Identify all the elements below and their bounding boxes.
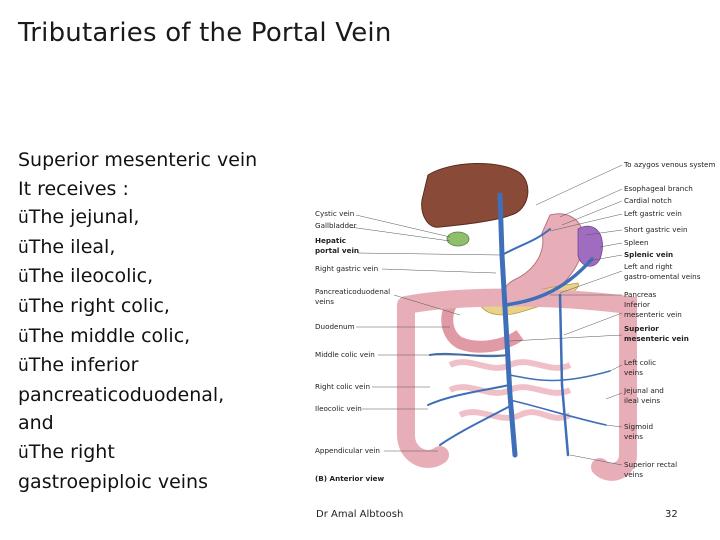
label-to-azygos: To azygos venous system (623, 160, 715, 169)
label-left-colic: Left colic (624, 358, 656, 367)
check-bullet-icon: ü (18, 237, 29, 258)
label-sigmoid: Sigmoid (624, 422, 653, 431)
content-heading: Superior mesenteric vein (18, 149, 258, 171)
label-esophageal-branch: Esophageal branch (624, 184, 693, 193)
label-middle-colic-vein: Middle colic vein (315, 350, 375, 359)
label-smv: mesenteric vein (624, 334, 689, 343)
slide-title: Tributaries of the Portal Vein (18, 18, 392, 48)
label-right-colic-vein: Right colic vein (315, 382, 370, 391)
left-leader-lines (349, 214, 508, 452)
list-item: üThe ileal, (18, 233, 308, 263)
label-ileal-veins: ileal veins (624, 396, 660, 405)
check-bullet-icon: ü (18, 356, 29, 377)
label-superior-rectal: Superior rectal (624, 460, 677, 469)
label-left-right: Left and right (624, 262, 673, 271)
list-item-text: The right gastroepiploic veins (18, 440, 208, 493)
list-item-text: The inferior pancreaticoduodenal, and (18, 354, 225, 435)
list-item-text: The right colic, (28, 294, 170, 317)
list-item: üThe inferior pancreaticoduodenal, and (18, 351, 258, 438)
list-item-text: The ileocolic, (28, 265, 154, 288)
list-item: üThe right colic, (18, 292, 308, 322)
list-item: üThe middle colic, (18, 322, 308, 352)
label-right-gastric-vein: Right gastric vein (315, 264, 378, 273)
label-gallbladder: Gallbladder (315, 221, 356, 230)
list-item-text: The jejunal, (28, 206, 140, 229)
label-pancreaticoduodenal: Pancreaticoduodenal (315, 287, 390, 296)
check-bullet-icon: ü (18, 267, 29, 288)
label-cardial-notch: Cardial notch (624, 196, 672, 205)
label-ileocolic-vein: Ileocolic vein (315, 404, 362, 413)
label-sigmoid-veins: veins (624, 432, 643, 441)
list-item: üThe jejunal, (18, 203, 308, 233)
label-left-gastric-vein: Left gastric vein (624, 209, 682, 218)
label-splenic-vein: Splenic vein (624, 250, 673, 259)
label-gastro-omental: gastro-omental veins (624, 272, 701, 281)
label-pancreas: Pancreas (624, 290, 657, 299)
label-cystic-vein: Cystic vein (315, 209, 354, 218)
list-item: üThe right gastroepiploic veins (18, 438, 218, 496)
colon-shape (397, 288, 637, 481)
label-portal-vein: portal vein (315, 246, 359, 255)
label-hepatic: Hepatic (315, 236, 346, 245)
text-content: Superior mesenteric vein It receives : ü… (18, 146, 308, 496)
gallbladder-shape (446, 231, 470, 247)
label-left-colic-veins: veins (624, 368, 643, 377)
footer-author: Dr Amal Albtoosh (316, 509, 404, 520)
check-bullet-icon: ü (18, 296, 29, 317)
label-pd-veins: veins (315, 297, 334, 306)
list-item-text: The ileal, (28, 235, 116, 258)
label-short-gastric-vein: Short gastric vein (624, 225, 688, 234)
list-item: üThe ileocolic, (18, 262, 308, 292)
label-inferior: Inferior (624, 300, 650, 309)
label-imv: mesenteric vein (624, 310, 682, 319)
page-number: 32 (665, 509, 678, 520)
check-bullet-icon: ü (18, 208, 29, 229)
check-bullet-icon: ü (18, 326, 29, 347)
label-jejunal-and: Jejunal and (623, 386, 664, 395)
portal-vein-anatomy-figure: Cystic vein Gallbladder Hepatic portal v… (310, 155, 720, 500)
anatomy-illustration: Cystic vein Gallbladder Hepatic portal v… (315, 160, 715, 483)
liver-shape (421, 162, 529, 228)
label-superior: Superior (624, 324, 659, 333)
label-duodenum: Duodenum (315, 322, 355, 331)
list-item-text: The middle colic, (28, 324, 191, 347)
content-intro: It receives : (18, 177, 129, 200)
figure-caption: (B) Anterior view (315, 474, 385, 483)
label-spleen: Spleen (624, 238, 649, 247)
label-appendicular-vein: Appendicular vein (315, 446, 380, 455)
label-rectal-veins: veins (624, 470, 643, 479)
right-leader-lines (509, 164, 623, 466)
check-bullet-icon: ü (18, 442, 29, 463)
